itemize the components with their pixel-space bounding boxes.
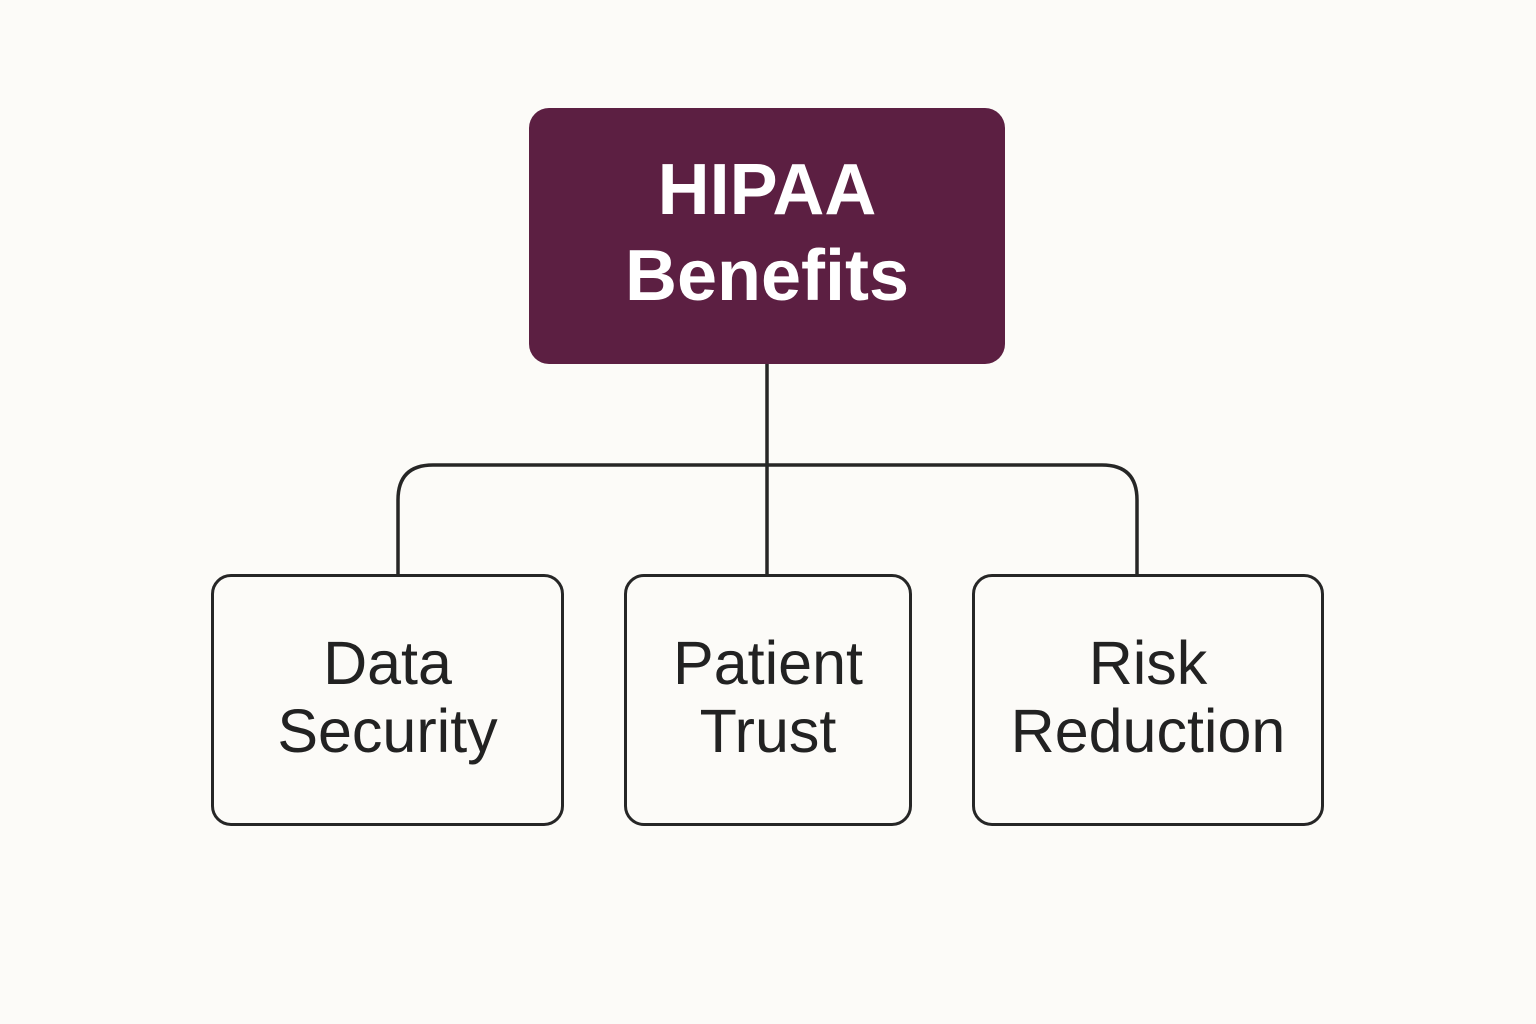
- child-label-line-2: Trust: [699, 697, 837, 765]
- child-label-line-2: Reduction: [1010, 697, 1286, 765]
- root-node-hipaa-benefits: HIPAA Benefits: [529, 108, 1005, 364]
- root-title-line-2: Benefits: [624, 236, 910, 316]
- child-label-line-1: Patient: [673, 629, 863, 697]
- connector-horizontal-bar: [396, 463, 1139, 576]
- child-node-patient-trust: Patient Trust: [624, 574, 912, 826]
- root-title-line-1: HIPAA: [657, 150, 877, 230]
- child-label-line-2: Security: [277, 697, 498, 765]
- child-label-line-1: Data: [323, 629, 452, 697]
- child-label-line-1: Risk: [1088, 629, 1208, 697]
- child-node-data-security: Data Security: [211, 574, 564, 826]
- child-node-risk-reduction: Risk Reduction: [972, 574, 1324, 826]
